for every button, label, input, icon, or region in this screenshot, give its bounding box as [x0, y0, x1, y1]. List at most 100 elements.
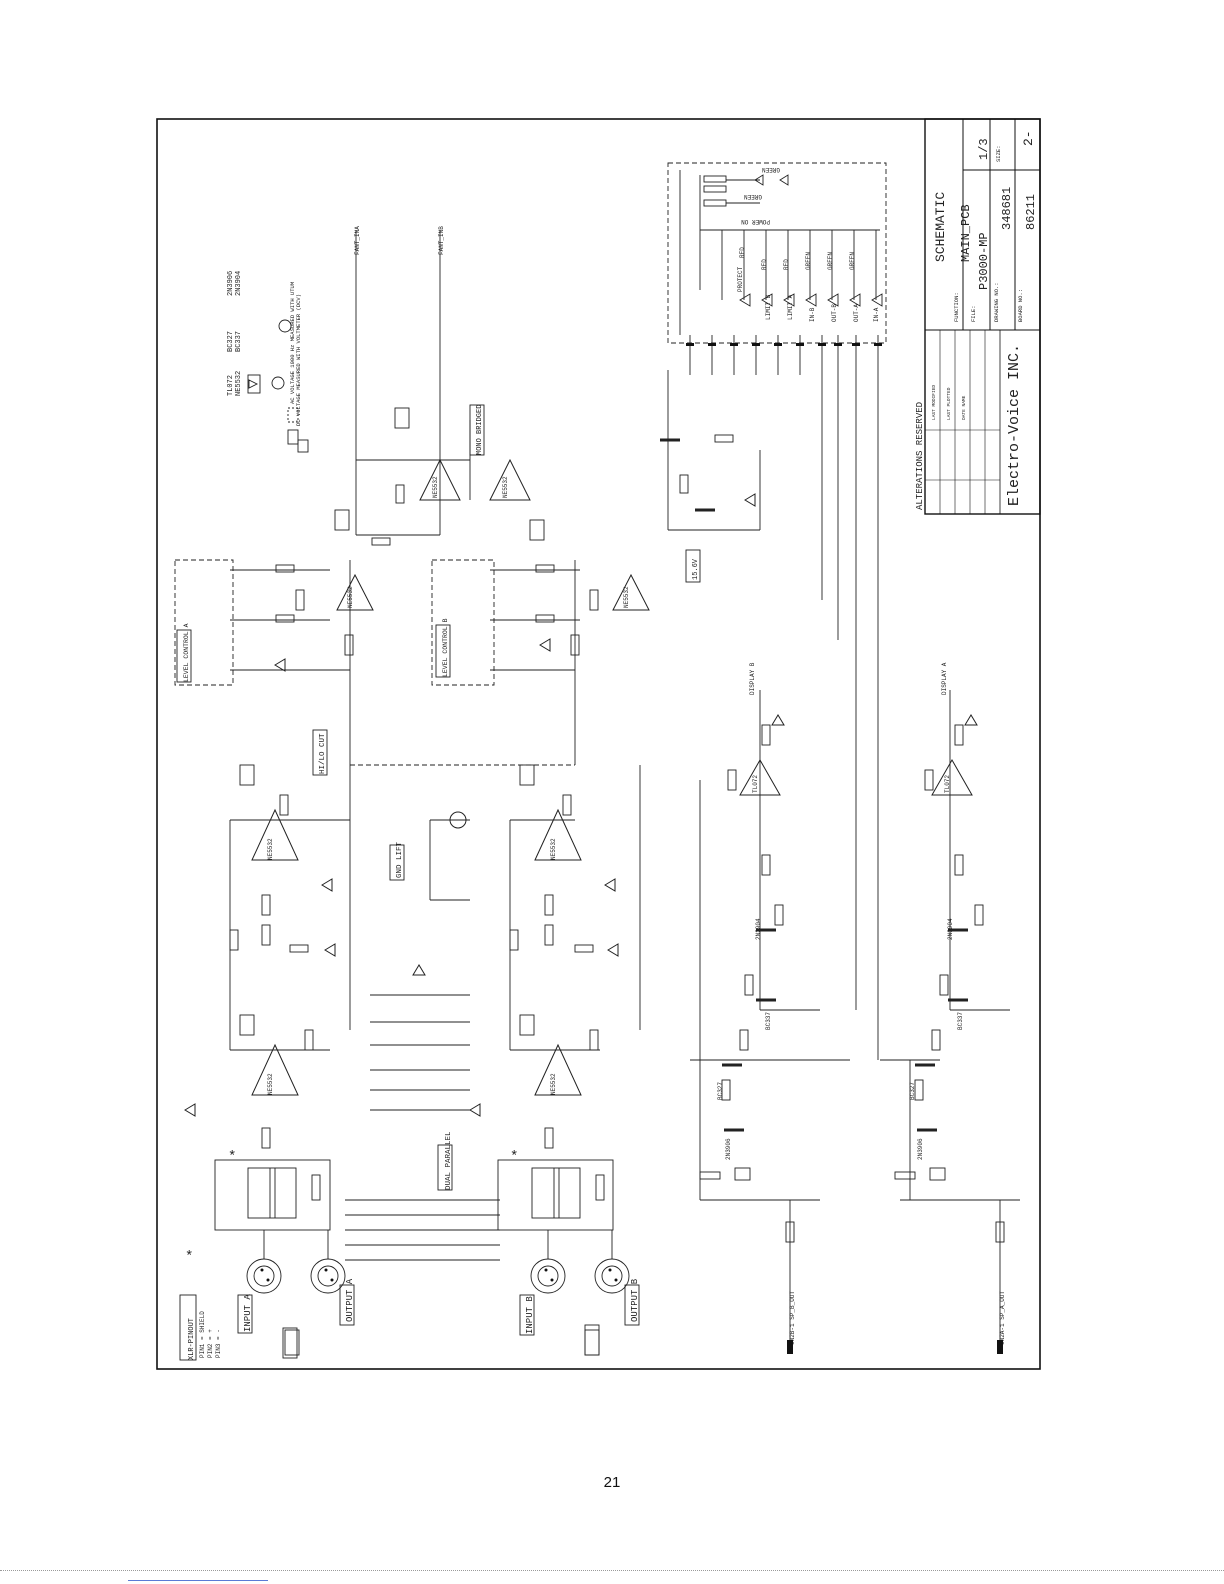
gnd-lift-label: GND LIFT [396, 841, 404, 878]
tr-label-1: BC327 [717, 1082, 724, 1100]
svg-text:LAST PLOTTED: LAST PLOTTED [946, 387, 952, 420]
led-green-label-1: GREEN [744, 193, 762, 200]
sp-a-out-label: CN2A-1 SP_A_OUT [999, 1291, 1006, 1345]
ic-label-7: NE5532 [432, 476, 439, 498]
ic-label-10: TL072 [944, 775, 951, 793]
title-board-no-label: BOARD NO.: [1017, 289, 1024, 322]
level-control-b-label: LEVEL CONTROL B [442, 618, 449, 677]
led-green-label-4: GREEN [827, 252, 834, 270]
ic-pinout-ne5532: NE5532 [235, 371, 243, 396]
display-a-label: DISPLAY A [941, 662, 948, 695]
title-file-label: FILE: [970, 305, 977, 322]
input-a-label: INPUT A [243, 1294, 253, 1332]
led-green-label-5: GREEN [849, 252, 856, 270]
title-drawing-no: 348681 [1000, 187, 1014, 230]
title-size-value: 2- [1021, 130, 1036, 146]
hi-lo-cut-label: HI/LO CUT [319, 733, 327, 774]
xlr-pin2-label: PIN2 = + [207, 1329, 214, 1358]
tr-label-5: BC327 [909, 1082, 916, 1100]
title-company: Electro-Voice INC. [1006, 344, 1023, 506]
xlr-pin3-label: PIN3 = - [215, 1329, 222, 1358]
led-labels: POWER ON GREEN GREEN PROTECT RED RED RED… [737, 166, 880, 322]
led-red-label-3: RED [783, 259, 790, 270]
transistor-labels: BC327 2N3906 BC337 2N3904 BC327 2N3906 B… [717, 918, 964, 1160]
input-b-label: INPUT B [525, 1296, 535, 1334]
tr-label-7: BC337 [957, 1012, 964, 1030]
ic-label-6: NE5532 [623, 586, 630, 608]
led-red-label-1: RED [739, 247, 746, 258]
led-green-label-3: GREEN [805, 252, 812, 270]
title-file-value: P3000-MP [977, 232, 991, 290]
dual-parallel-label: DUAL PARALLEL [445, 1131, 453, 1190]
mono-bridged-label: MONO BRIDGED [476, 405, 484, 455]
ic-label-8: NE5532 [502, 476, 509, 498]
title-drawing-no-label: DRAWING NO.: [993, 282, 1000, 322]
opamp-symbols [251, 458, 973, 1096]
title-sheet: 1/3 [977, 138, 991, 160]
led-red-label-2: RED [761, 259, 768, 270]
fant-inb-label: FANT_INB [438, 226, 445, 255]
footer-rule [0, 1570, 1224, 1571]
resistor-symbols [229, 434, 1005, 1243]
fant-ina-label: FANT_INA [354, 226, 361, 255]
ic-label-5: NE5532 [347, 586, 354, 608]
ic-label-4: NE5532 [550, 838, 557, 860]
output-a-label: OUTPUT A [345, 1278, 355, 1322]
title-size-label: SIZE: [995, 145, 1002, 162]
level-control-a-label: LEVEL CONTROL A [183, 623, 190, 682]
ground-symbols [184, 493, 978, 1117]
led-protect-label: PROTECT [737, 266, 744, 292]
tr-label-3: BC337 [765, 1012, 772, 1030]
led-green-label-2: GREEN [762, 166, 780, 173]
output-b-label: OUTPUT B [630, 1278, 640, 1322]
pinout-legend-text: TL072 NE5532 BC327 BC337 2N3906 2N3904 A… [227, 271, 302, 426]
ic-label-9: TL072 [752, 775, 759, 793]
ic-label-2: NE5532 [267, 838, 274, 860]
footer-link-underline [128, 1580, 268, 1581]
sp-b-out-label: CN2B-1 SP_B_OUT [789, 1291, 796, 1345]
xlr-pin1-label: PIN1 = SHIELD [199, 1311, 206, 1358]
tr-pinout-2n3906: 2N3906 [227, 271, 235, 296]
title-block: SCHEMATIC FUNCTION: MAIN_PCB FILE: P3000… [915, 118, 1041, 515]
led-in-a-label: IN-A [873, 307, 880, 322]
asterisk-marker: * [185, 1249, 193, 1265]
title-alterations: ALTERATIONS RESERVED [915, 402, 925, 510]
ic-label-3: NE5532 [550, 1073, 557, 1095]
svg-text:DATE NAME: DATE NAME [961, 395, 967, 420]
title-function-value: MAIN_PCB [959, 204, 973, 262]
transistor-symbols [660, 438, 968, 1132]
drawing-frame [156, 118, 1041, 1370]
display-b-label: DISPLAY B [749, 662, 756, 695]
panel-labels: INPUT A OUTPUT A INPUT B OUTPUT B XLR-PI… [183, 405, 700, 1360]
led-array [679, 170, 883, 1060]
tr-label-2: 2N3906 [725, 1138, 732, 1160]
pinout-legend [247, 319, 299, 445]
asterisk-marker-b: * [510, 1149, 518, 1165]
xlr-title-label: XLR-PINOUT [188, 1318, 196, 1360]
title-board-no: 86211 [1024, 194, 1038, 230]
page-number: 21 [603, 1474, 621, 1491]
ic-pinout-tl072: TL072 [227, 375, 235, 396]
title-function-label: FUNCTION: [953, 292, 960, 322]
led-power-on-label: POWER ON [741, 218, 770, 225]
tr-pinout-bc337: BC337 [235, 331, 243, 352]
dc-voltage-note: DC VOLTAGE MEASURED WITH VOLTMETER (DCV) [295, 294, 302, 426]
led-limit-a-label: LIMIT A [787, 294, 794, 320]
supply-15v-label: 15.6V [692, 558, 700, 580]
led-out-a-label: OUT-A [853, 304, 860, 322]
title-schematic: SCHEMATIC [933, 192, 948, 262]
opamp-labels: NE5532 NE5532 NE5532 NE5532 NE5532 NE553… [267, 476, 951, 1095]
led-connector-pads [686, 343, 882, 346]
ic-label-1: NE5532 [267, 1073, 274, 1095]
tr-pinout-2n3904: 2N3904 [235, 271, 243, 296]
label-boxes [176, 404, 701, 1361]
terminal-pads [260, 1268, 1003, 1354]
tr-label-4: 2N3904 [755, 918, 762, 940]
net-labels: DISPLAY B DISPLAY A CN2B-1 SP_B_OUT CN2A… [354, 226, 1006, 1345]
led-in-b-label: IN-B [809, 307, 816, 322]
asterisk-marker-a: * [228, 1149, 236, 1165]
svg-text:LAST MODIFIED: LAST MODIFIED [931, 385, 937, 420]
tr-label-8: 2N3904 [947, 918, 954, 940]
led-limit-b-label: LIMIT B [765, 294, 772, 320]
